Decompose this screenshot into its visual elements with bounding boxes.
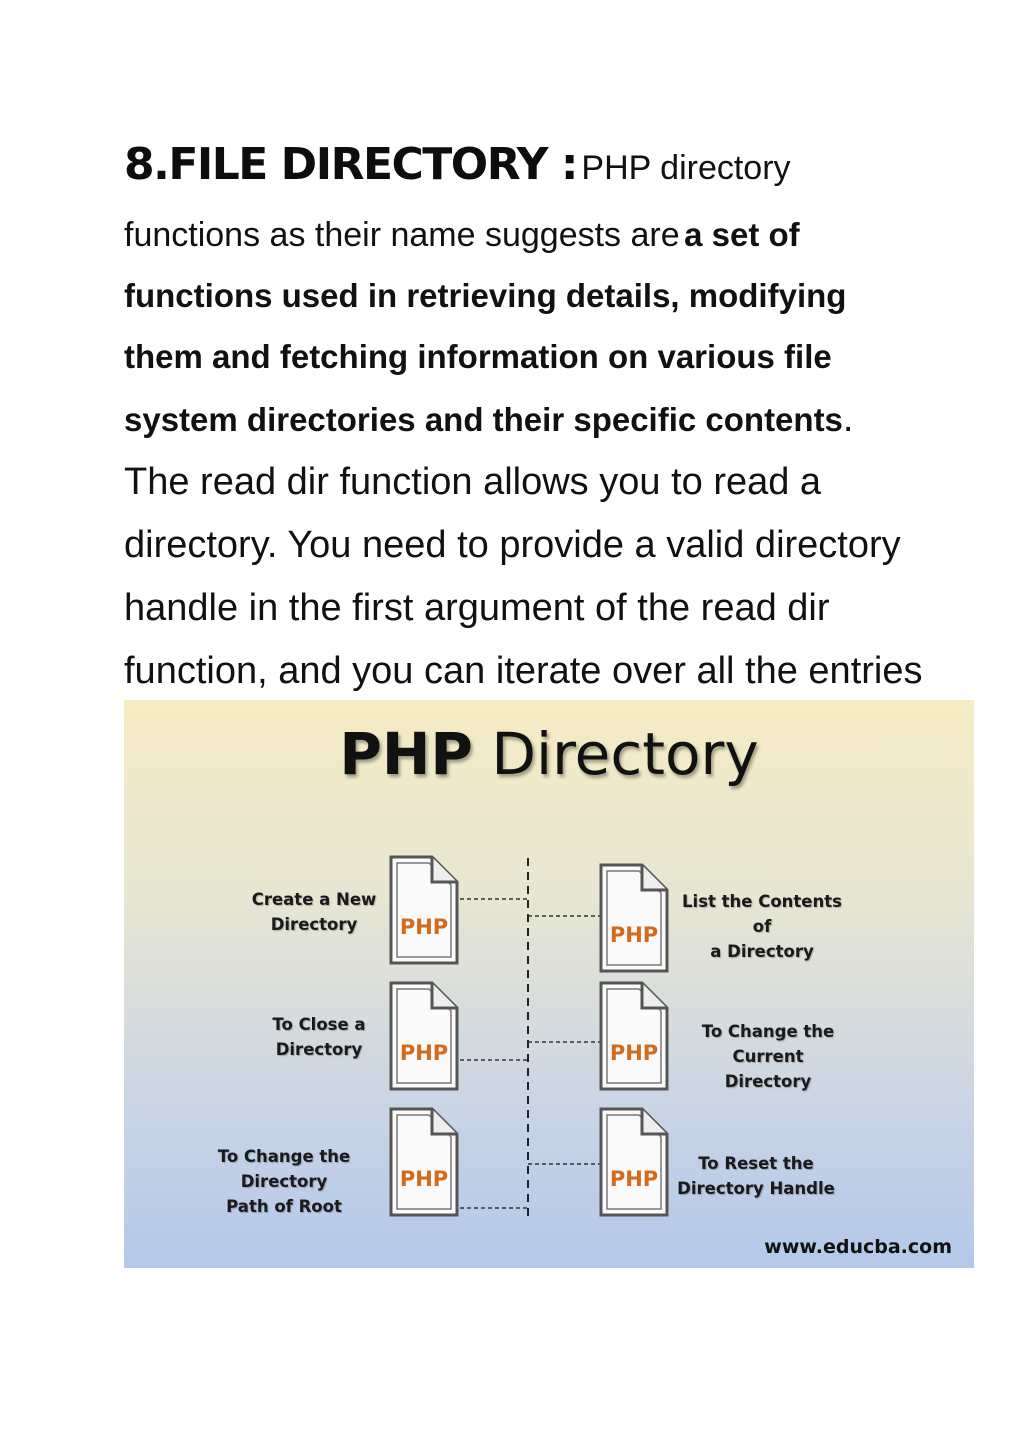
php-file-icon: PHP bbox=[598, 1106, 670, 1218]
svg-text:PHP: PHP bbox=[610, 1167, 658, 1191]
text-block: 8.FILE DIRECTORY : PHP directory functio… bbox=[124, 135, 924, 772]
figure-title: PHP Directory bbox=[124, 720, 974, 788]
right-label-3: To Reset the Directory Handle bbox=[677, 1154, 835, 1198]
left-label-2: To Close a Directory bbox=[272, 1015, 366, 1059]
figure-title-rest: Directory bbox=[491, 720, 759, 788]
left-label-3: To Change the Directory Path of Root bbox=[217, 1147, 351, 1216]
php-file-icon: PHP bbox=[388, 980, 460, 1092]
watermark-url: www.educba.com bbox=[764, 1236, 952, 1258]
heading-line: 8.FILE DIRECTORY : PHP directory functio… bbox=[124, 135, 924, 772]
svg-text:PHP: PHP bbox=[400, 1167, 448, 1191]
svg-text:PHP: PHP bbox=[400, 1041, 448, 1065]
connector-lines bbox=[460, 858, 600, 1222]
left-label-1: Create a New Directory bbox=[251, 890, 377, 934]
php-file-icon: PHP bbox=[388, 1106, 460, 1218]
intro-start: PHP directory functions as their name su… bbox=[124, 149, 791, 254]
php-directory-figure: PHP Directory Create a New Directory To … bbox=[124, 700, 974, 1268]
php-file-icon: PHP bbox=[598, 862, 670, 974]
svg-text:PHP: PHP bbox=[610, 923, 658, 947]
php-file-icon: PHP bbox=[388, 854, 460, 966]
intro-bold: a set of functions used in retrieving de… bbox=[124, 216, 847, 438]
right-label-2: To Change the Current Directory bbox=[701, 1022, 835, 1091]
figure-title-bold: PHP bbox=[339, 720, 473, 788]
section-heading: 8.FILE DIRECTORY : bbox=[124, 139, 578, 190]
right-label-1: List the Contents of a Directory bbox=[682, 892, 842, 961]
svg-text:PHP: PHP bbox=[400, 915, 448, 939]
svg-text:PHP: PHP bbox=[610, 1041, 658, 1065]
php-file-icon: PHP bbox=[598, 980, 670, 1092]
